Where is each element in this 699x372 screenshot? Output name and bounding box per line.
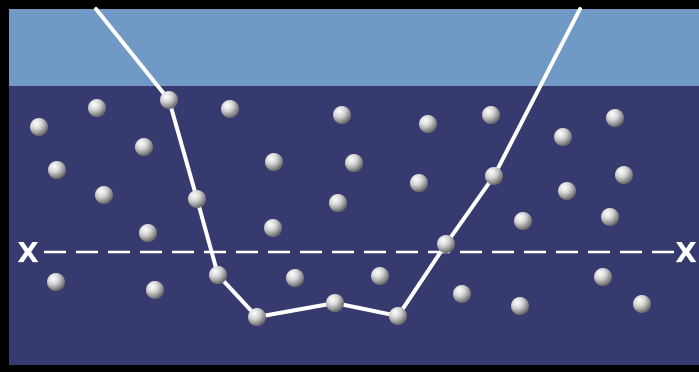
free-particles [30, 99, 651, 315]
sphere-icon [135, 138, 153, 156]
sphere-icon [333, 106, 351, 124]
sphere-icon [209, 266, 227, 284]
sphere-icon [160, 91, 178, 109]
sphere-icon [48, 161, 66, 179]
right-axis-marker: X [675, 236, 697, 269]
sphere-icon [146, 281, 164, 299]
sphere-icon [482, 106, 500, 124]
sphere-icon [286, 269, 304, 287]
sphere-icon [389, 307, 407, 325]
sphere-icon [410, 174, 428, 192]
sphere-icon [514, 212, 532, 230]
sphere-icon [453, 285, 471, 303]
sphere-icon [601, 208, 619, 226]
sphere-icon [264, 219, 282, 237]
sphere-icon [188, 190, 206, 208]
sphere-icon [419, 115, 437, 133]
left-axis-marker: X [17, 236, 39, 269]
sphere-icon [633, 295, 651, 313]
sphere-icon [511, 297, 529, 315]
upper-region [9, 9, 699, 86]
sphere-icon [88, 99, 106, 117]
lower-region [9, 86, 699, 365]
sphere-icon [594, 268, 612, 286]
sphere-icon [558, 182, 576, 200]
sphere-icon [248, 308, 266, 326]
sphere-icon [606, 109, 624, 127]
sphere-icon [95, 186, 113, 204]
sphere-icon [139, 224, 157, 242]
particle-path-line [94, 7, 582, 319]
sphere-icon [221, 100, 239, 118]
sphere-icon [329, 194, 347, 212]
sphere-icon [345, 154, 363, 172]
sphere-icon [30, 118, 48, 136]
sphere-icon [485, 167, 503, 185]
sphere-icon [615, 166, 633, 184]
sphere-icon [371, 267, 389, 285]
sphere-icon [47, 273, 65, 291]
sphere-icon [265, 153, 283, 171]
sphere-icon [437, 235, 455, 253]
path-node-particles [160, 91, 503, 326]
sphere-icon [326, 294, 344, 312]
sphere-icon [554, 128, 572, 146]
